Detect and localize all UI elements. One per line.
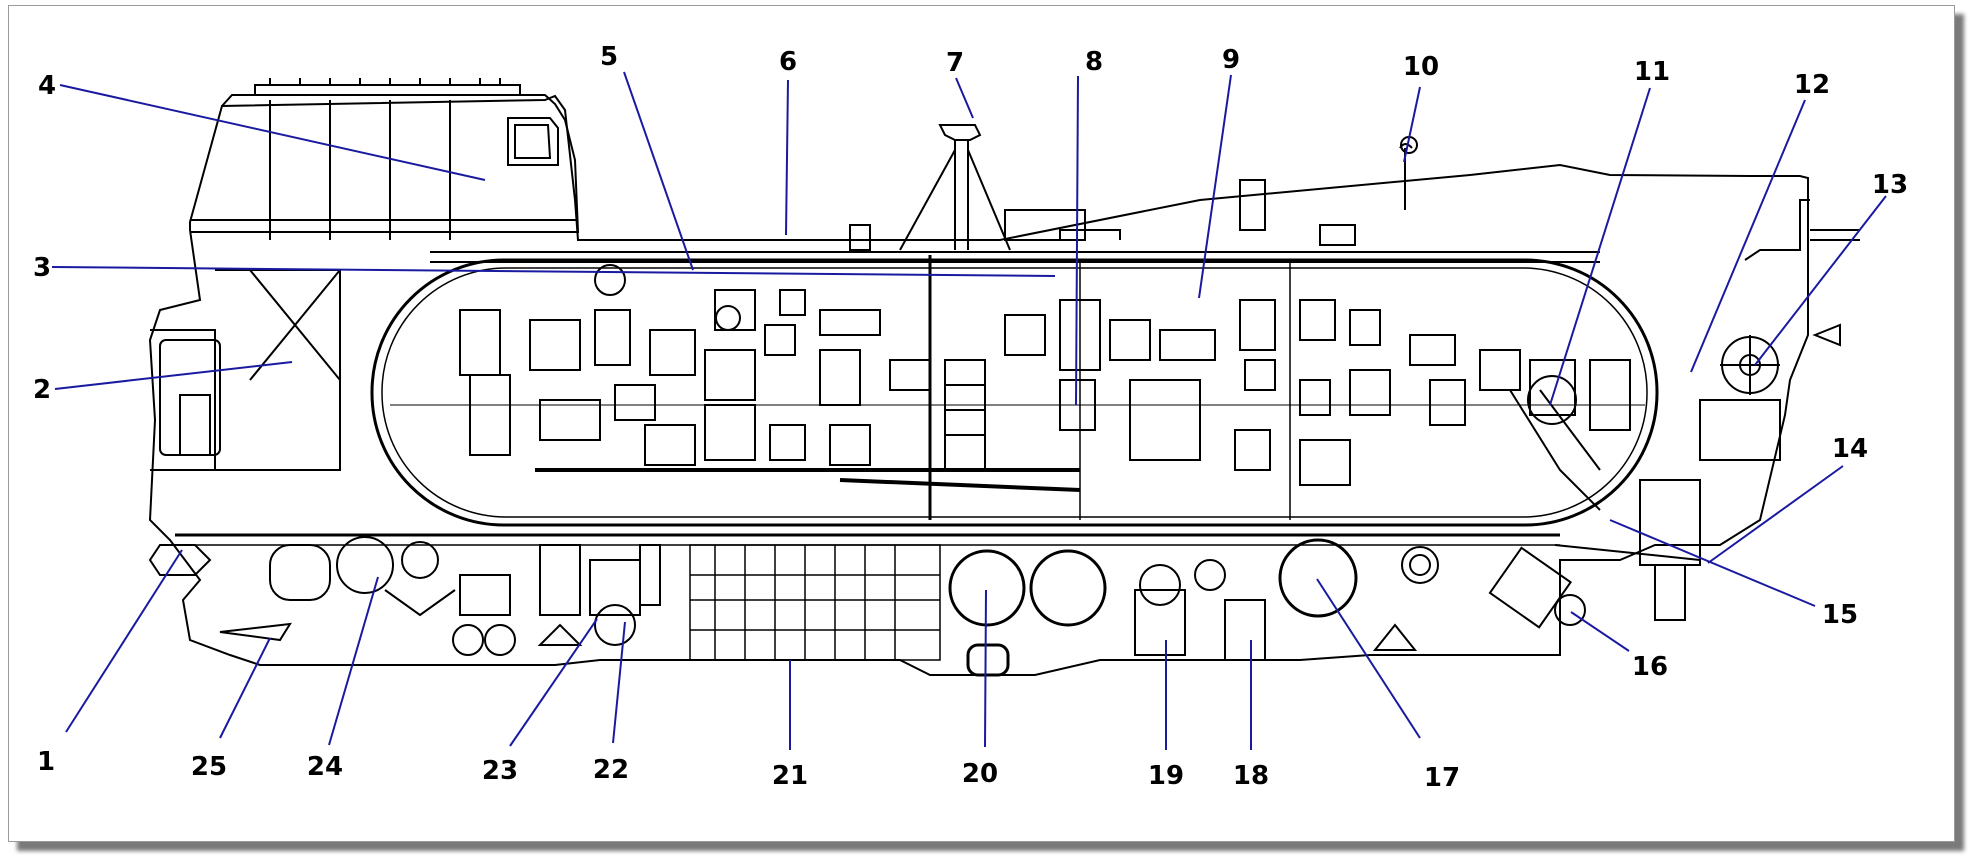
leader-line-11 [1549,87,1651,406]
callout-23: 23 [482,756,518,786]
leader-line-14 [1707,465,1844,564]
callout-19: 19 [1148,761,1184,791]
sail-outline [190,94,580,233]
callout-7: 7 [946,48,964,78]
leader-line-10 [1403,86,1421,163]
callout-12: 12 [1794,70,1830,100]
leader-line-17 [1316,578,1421,739]
callout-22: 22 [593,755,629,785]
callout-21: 21 [772,761,808,791]
bow-fin [219,622,292,642]
cell-grid [689,544,941,661]
leader-line-20 [984,589,987,748]
callout-16: 16 [1632,652,1668,682]
leader-line-23 [509,618,598,747]
callout-2: 2 [33,375,51,405]
callout-17: 17 [1424,763,1460,793]
callout-25: 25 [191,752,227,782]
callout-24: 24 [307,752,343,782]
hull-drawing [148,78,1860,677]
deck-ribs [430,251,1600,263]
callout-20: 20 [962,759,998,789]
central-post [1004,299,1631,486]
callout-5: 5 [600,42,618,72]
callout-6: 6 [779,47,797,77]
bow-area [150,269,341,471]
callout-10: 10 [1403,52,1439,82]
lower-tanks [269,536,661,656]
leader-line-16 [1570,611,1630,652]
callout-14: 14 [1832,434,1868,464]
leader-lines [51,71,1887,750]
leader-line-15 [1609,519,1816,607]
large-tanks [948,538,1358,677]
aft-planes [1554,199,1860,621]
leader-line-3 [51,266,1056,277]
bow-planes [148,544,212,576]
leader-line-24 [328,576,379,746]
callout-3: 3 [33,253,51,283]
equipment-compartment-a [459,264,931,466]
outer-hull-outline [148,94,1809,676]
leader-line-22 [612,621,626,744]
leader-line-2 [54,361,293,390]
callout-13: 13 [1872,170,1908,200]
battery-rack [944,359,986,471]
leader-line-13 [1754,195,1887,366]
leader-line-25 [219,637,271,739]
leader-line-5 [623,71,694,271]
callout-1: 1 [37,747,55,777]
aft-lower-equipment [1134,546,1586,661]
callout-8: 8 [1085,47,1103,77]
callout-numbers: 1 2 3 4 5 6 7 8 9 10 11 12 13 14 15 16 1… [33,42,1908,793]
callout-11: 11 [1634,57,1670,87]
leader-line-12 [1690,99,1806,373]
callout-15: 15 [1822,600,1858,630]
callout-4: 4 [38,71,56,101]
aft-hatch [1527,375,1577,425]
leader-line-1 [65,549,183,733]
callout-18: 18 [1233,761,1269,791]
leader-line-9 [1198,74,1232,299]
leader-line-6 [785,79,789,236]
leader-line-8 [1075,75,1079,406]
sail-top-rail [254,78,521,95]
callout-9: 9 [1222,45,1240,75]
leader-line-4 [59,84,486,181]
pressure-hull [370,258,1659,527]
sail-windows [507,117,559,166]
leader-line-7 [955,77,974,119]
